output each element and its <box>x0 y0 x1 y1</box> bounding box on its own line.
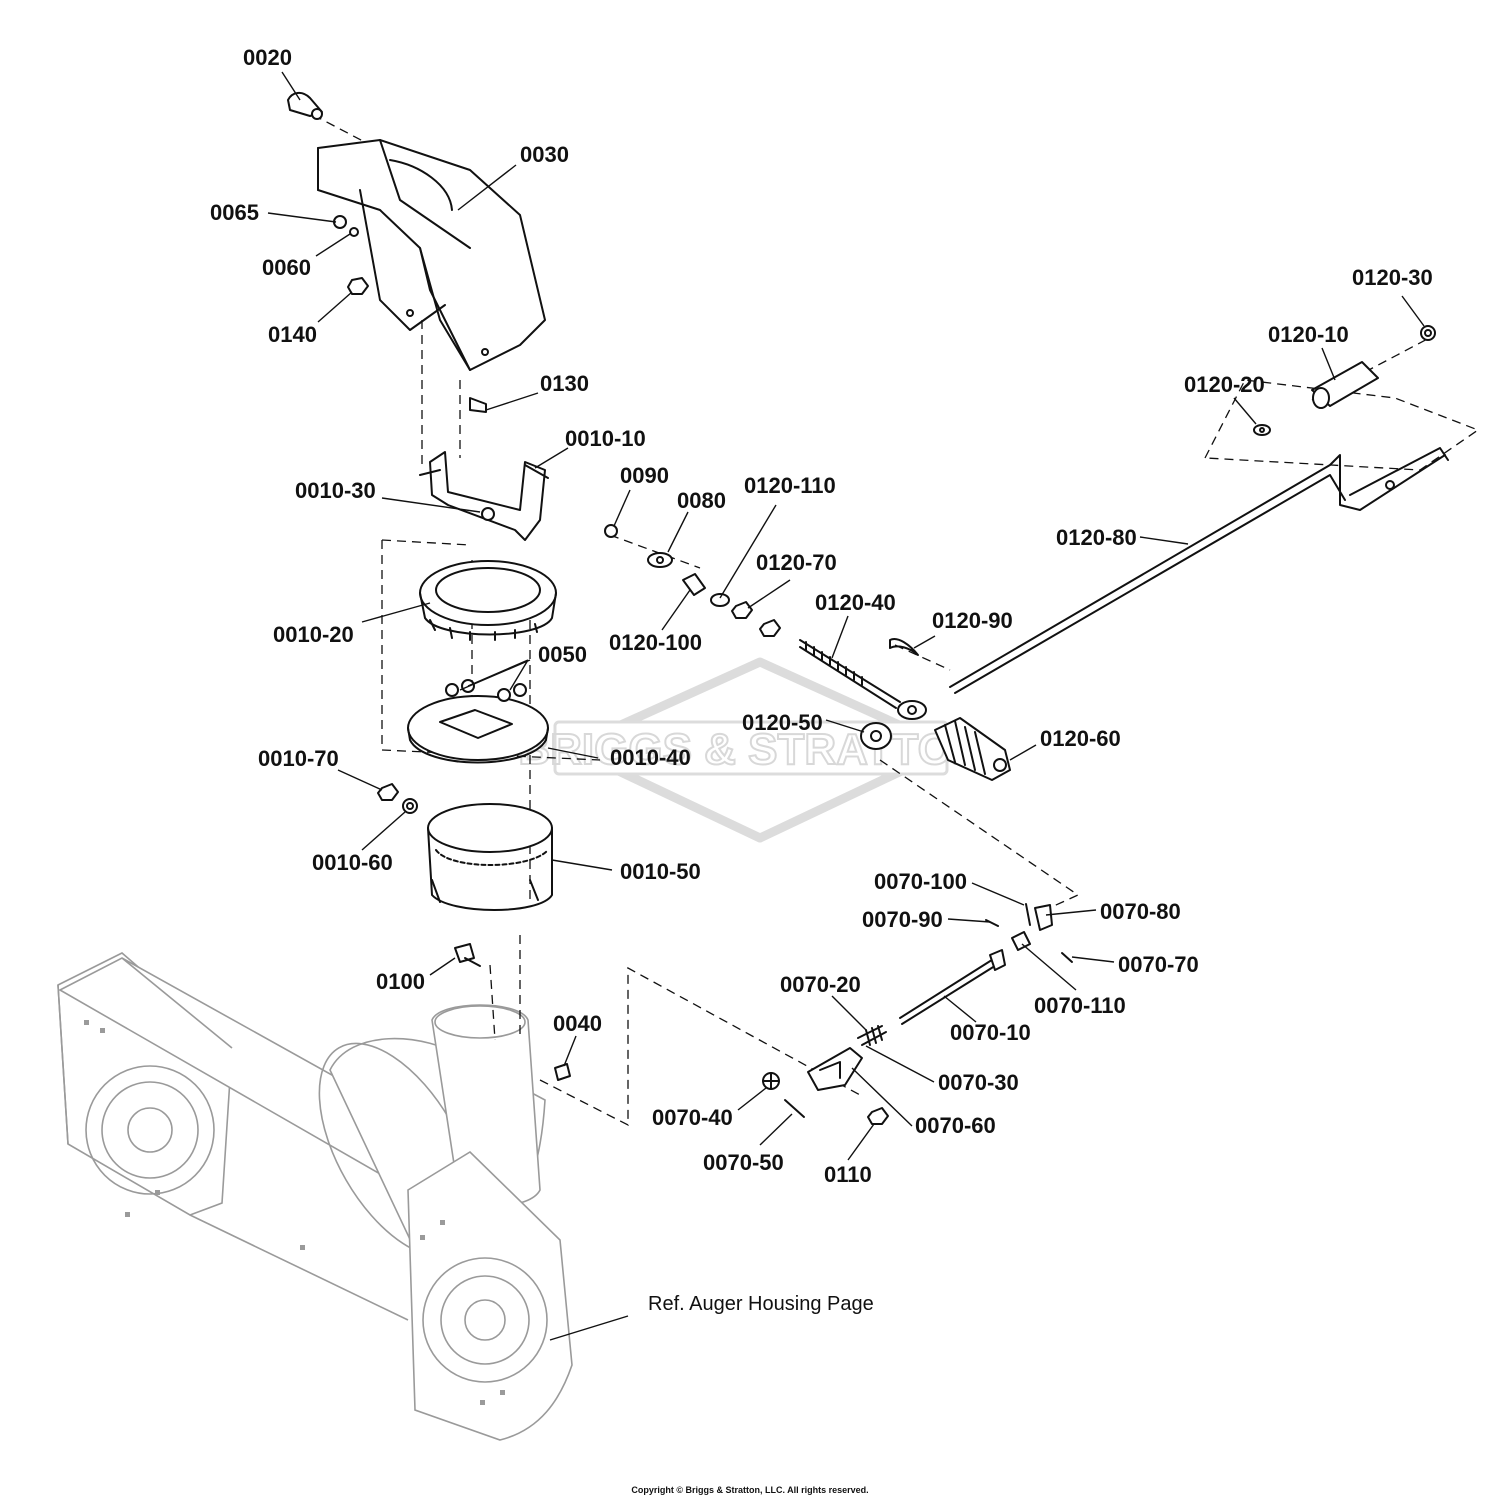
copyright-notice: Copyright © Briggs & Stratton, LLC. All … <box>631 1485 868 1495</box>
callout-labels: 0020 0030 0065 0060 0140 0130 0010-10 00… <box>210 45 1433 1187</box>
callout-0010-70: 0010-70 <box>258 746 339 771</box>
callout-0120-40: 0120-40 <box>815 590 896 615</box>
cotter-pin <box>889 638 919 656</box>
callout-0020: 0020 <box>243 45 292 70</box>
callout-0010-40: 0010-40 <box>610 745 691 770</box>
brand-watermark: BRIGGS & STRATTON <box>517 657 985 843</box>
callout-0120-90: 0120-90 <box>932 608 1013 633</box>
crank-hardware <box>604 524 781 637</box>
callout-0065: 0065 <box>210 200 259 225</box>
callout-0120-50: 0120-50 <box>742 710 823 735</box>
hardware-0065-0060 <box>333 215 487 413</box>
reference-note: Ref. Auger Housing Page <box>648 1293 874 1315</box>
callout-0040: 0040 <box>553 1011 602 1036</box>
chute-flange <box>407 695 549 764</box>
callout-0070-20: 0070-20 <box>780 972 861 997</box>
callout-0060: 0060 <box>262 255 311 280</box>
chute-knob <box>287 92 323 120</box>
ring-hardware <box>377 783 418 814</box>
callout-0080: 0080 <box>677 488 726 513</box>
flange-nuts <box>445 679 527 702</box>
chute-ring-upper <box>419 560 557 641</box>
callout-0050: 0050 <box>538 642 587 667</box>
callout-0070-80: 0070-80 <box>1100 899 1181 924</box>
callout-0030: 0030 <box>520 142 569 167</box>
callout-0010-10: 0010-10 <box>565 426 646 451</box>
callout-0120-30: 0120-30 <box>1352 265 1433 290</box>
callout-0070-50: 0070-50 <box>703 1150 784 1175</box>
grommet-and-grip <box>860 717 1011 781</box>
callout-leaders <box>267 71 1425 1341</box>
callout-0070-40: 0070-40 <box>652 1105 733 1130</box>
watermark-text: BRIGGS & STRATTON <box>518 725 983 774</box>
callout-0120-110: 0120-110 <box>744 473 836 498</box>
auger-housing-reference <box>57 952 573 1441</box>
callout-0110: 0110 <box>824 1162 872 1187</box>
callout-0010-50: 0010-50 <box>620 859 701 884</box>
callout-0070-90: 0070-90 <box>862 907 943 932</box>
callout-0070-60: 0070-60 <box>915 1113 996 1138</box>
callout-0120-60: 0120-60 <box>1040 726 1121 751</box>
callout-0090: 0090 <box>620 463 669 488</box>
callout-0070-30: 0070-30 <box>938 1070 1019 1095</box>
housing-bolts <box>454 943 571 1081</box>
callout-0120-80: 0120-80 <box>1056 525 1137 550</box>
chute-lock-linkage <box>762 903 1073 1125</box>
callout-0120-20: 0120-20 <box>1184 372 1265 397</box>
callout-0120-70: 0120-70 <box>756 550 837 575</box>
chute-bracket <box>419 451 549 541</box>
callout-0130: 0130 <box>540 371 589 396</box>
callout-0070-100: 0070-100 <box>874 869 967 894</box>
callout-0010-30: 0010-30 <box>295 478 376 503</box>
callout-0120-100: 0120-100 <box>609 630 702 655</box>
crank-rod <box>949 447 1449 694</box>
rod-sleeve-hardware <box>1253 325 1436 436</box>
chute-deflector <box>317 139 546 371</box>
callout-0010-20: 0010-20 <box>273 622 354 647</box>
chute-gear-ring <box>427 803 553 911</box>
callout-0070-10: 0070-10 <box>950 1020 1031 1045</box>
callout-0070-70: 0070-70 <box>1118 952 1199 977</box>
threaded-rod <box>799 639 927 720</box>
callout-0010-60: 0010-60 <box>312 850 393 875</box>
callout-0120-10: 0120-10 <box>1268 322 1349 347</box>
callout-0100: 0100 <box>376 969 425 994</box>
callout-0070-110: 0070-110 <box>1034 993 1126 1018</box>
callout-0140: 0140 <box>268 322 317 347</box>
